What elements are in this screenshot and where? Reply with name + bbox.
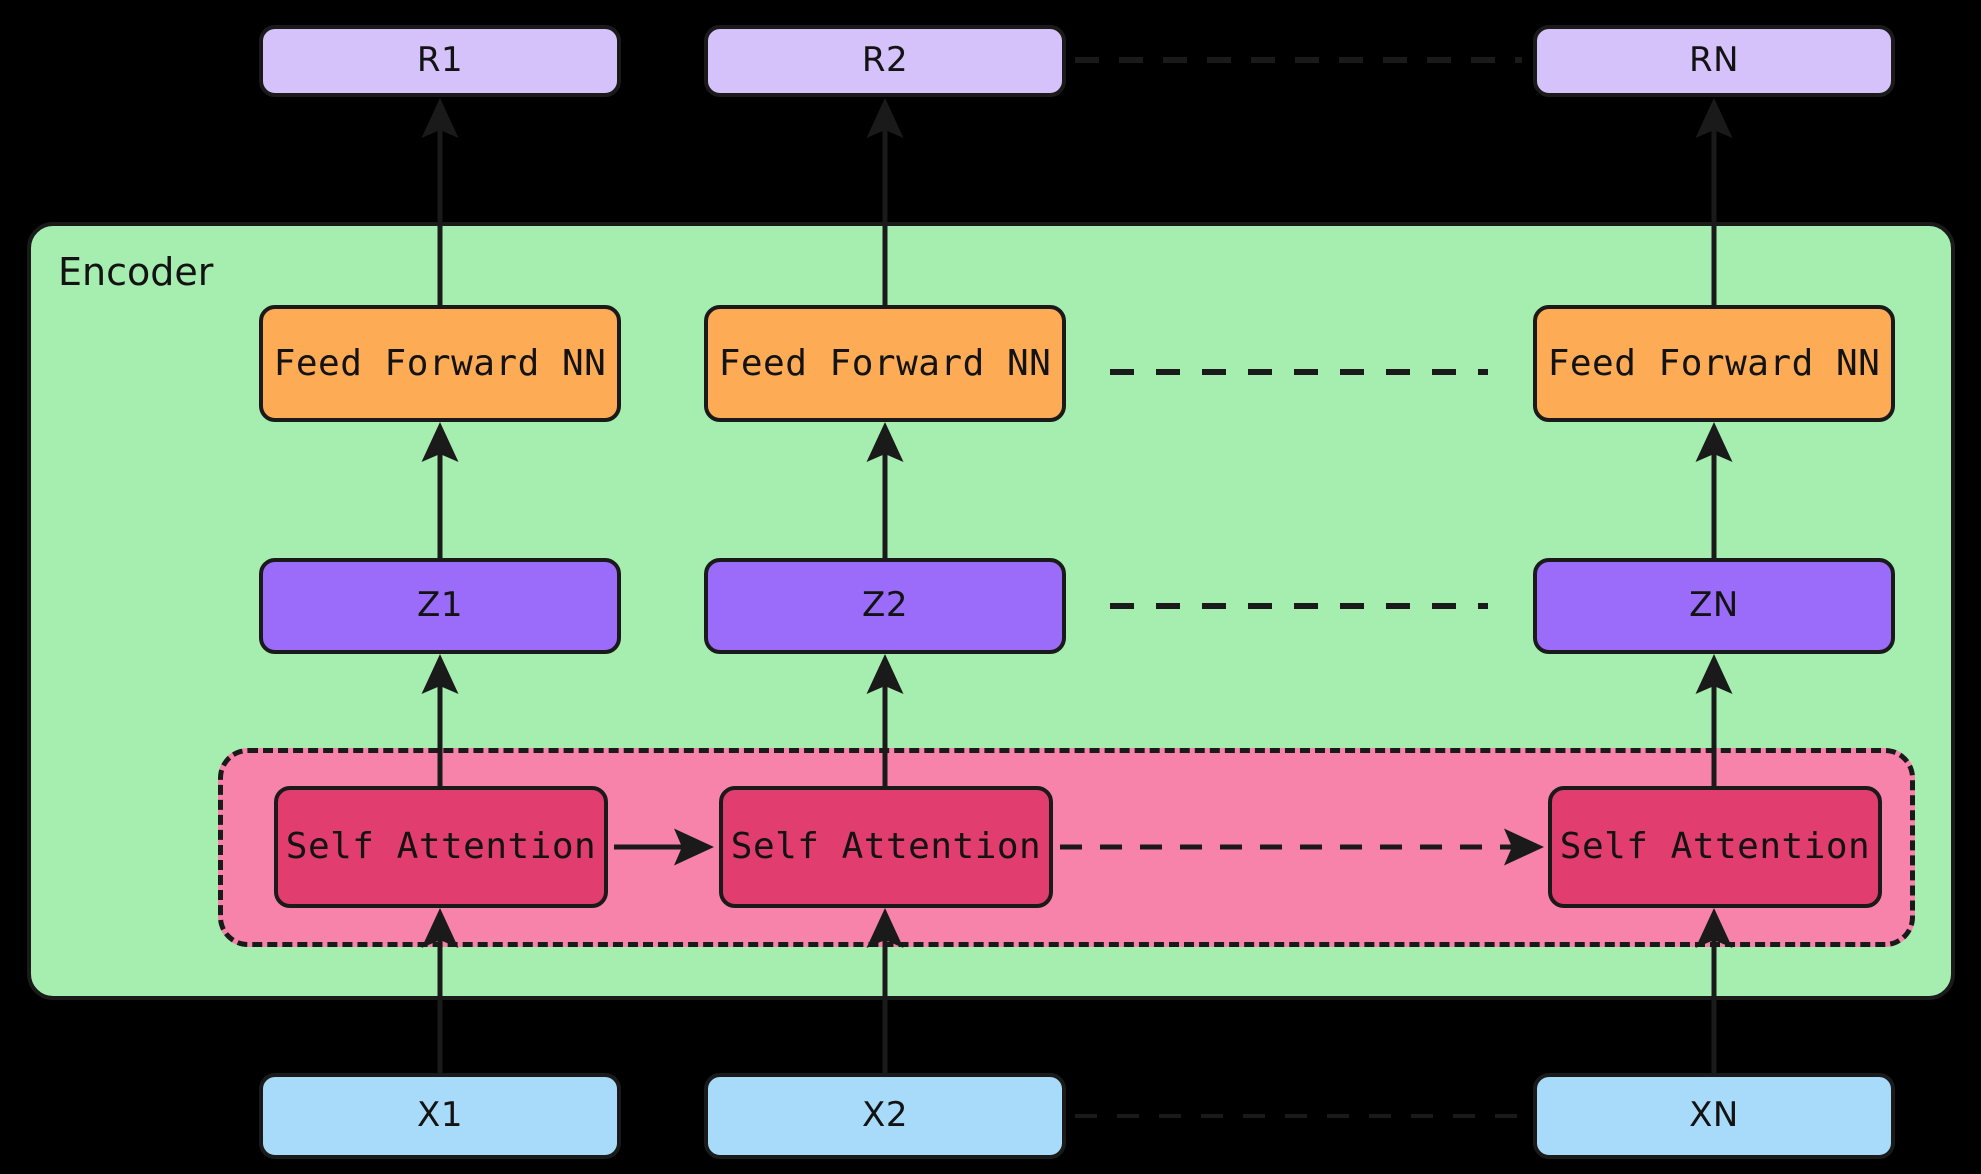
feed-forward-node-n[interactable]: Feed Forward NN: [1533, 305, 1895, 422]
self-attention-node-1[interactable]: Self Attention: [274, 786, 608, 908]
self-attention-node-2[interactable]: Self Attention: [719, 786, 1053, 908]
z-node-zn[interactable]: ZN: [1533, 558, 1895, 654]
feed-forward-node-1[interactable]: Feed Forward NN: [259, 305, 621, 422]
input-node-x2[interactable]: X2: [704, 1073, 1066, 1159]
input-node-xn[interactable]: XN: [1533, 1073, 1895, 1159]
z-node-z2[interactable]: Z2: [704, 558, 1066, 654]
encoder-label: Encoder: [58, 250, 214, 294]
feed-forward-node-2[interactable]: Feed Forward NN: [704, 305, 1066, 422]
self-attention-node-n[interactable]: Self Attention: [1548, 786, 1882, 908]
output-node-rn[interactable]: RN: [1533, 25, 1895, 97]
output-node-r1[interactable]: R1: [259, 25, 621, 97]
input-node-x1[interactable]: X1: [259, 1073, 621, 1159]
output-node-r2[interactable]: R2: [704, 25, 1066, 97]
z-node-z1[interactable]: Z1: [259, 558, 621, 654]
